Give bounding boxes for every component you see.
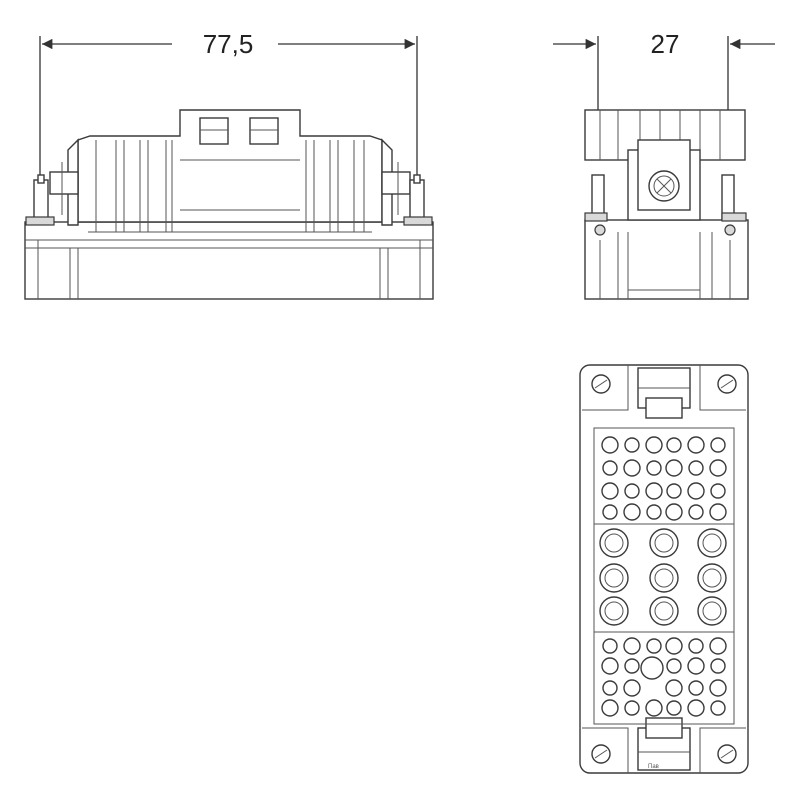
lower-contact-module bbox=[601, 637, 727, 717]
width-dimension-label: 77,5 bbox=[203, 29, 254, 59]
width-dimension: 77,5 bbox=[39, 29, 418, 175]
upper-contact-module bbox=[601, 436, 727, 521]
face-marking: Пав bbox=[648, 764, 659, 770]
middle-contact-module bbox=[599, 528, 727, 626]
corner-screw bbox=[591, 374, 737, 764]
depth-dimension: 27 bbox=[553, 29, 775, 110]
depth-dimension-label: 27 bbox=[651, 29, 680, 59]
side-view bbox=[584, 109, 749, 300]
face-view: Пав bbox=[579, 364, 749, 774]
front-view bbox=[24, 109, 434, 300]
